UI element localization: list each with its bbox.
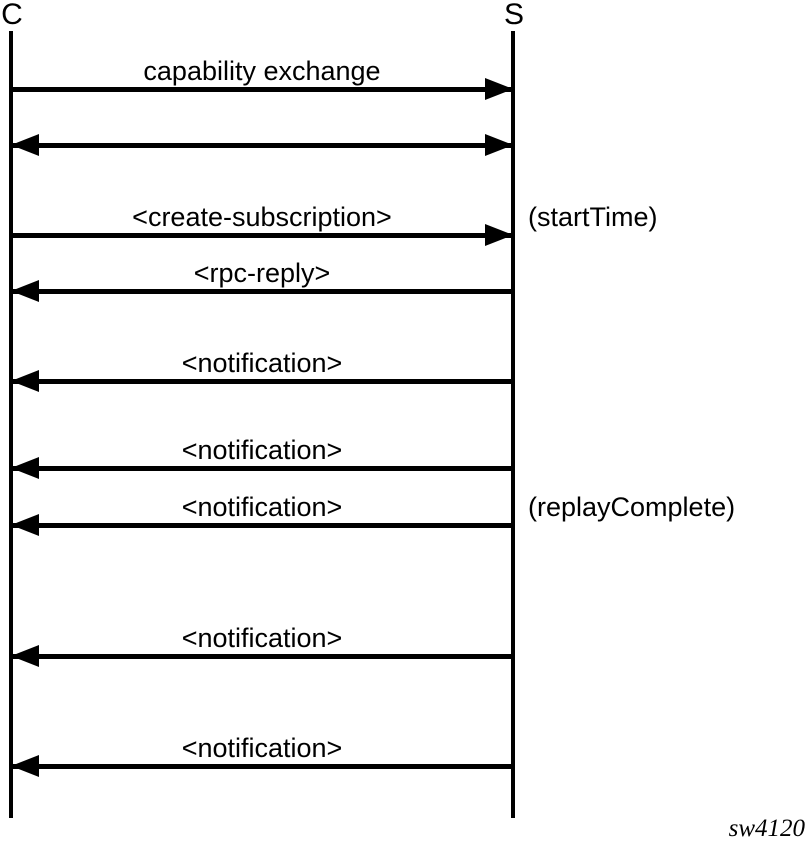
message-note: (replayComplete): [528, 492, 736, 522]
arrowhead-left-icon: [11, 457, 39, 479]
message-label: <notification>: [181, 623, 343, 653]
arrowhead-left-icon: [11, 645, 39, 667]
arrow-line: [11, 764, 513, 769]
actor-label-server: S: [503, 0, 525, 31]
message-label: <notification>: [181, 348, 343, 378]
lifeline-server: [511, 31, 515, 818]
figure-id-tag: sw4120: [728, 815, 805, 842]
arrow-line: [11, 233, 513, 238]
message-label: <rpc-reply>: [193, 258, 331, 288]
arrow-line: [11, 466, 513, 471]
arrow-line: [11, 654, 513, 659]
actor-label-client: C: [1, 0, 23, 31]
arrowhead-right-icon: [485, 78, 513, 100]
message-label: <notification>: [181, 492, 343, 522]
arrow-line: [11, 523, 513, 528]
arrowhead-left-icon: [11, 370, 39, 392]
arrowhead-right-icon: [485, 224, 513, 246]
arrowhead-left-icon: [11, 134, 39, 156]
arrowhead-left-icon: [11, 514, 39, 536]
message-label: <notification>: [181, 733, 343, 763]
message-label: <create-subscription>: [132, 202, 392, 232]
arrow-line: [11, 87, 513, 92]
lifeline-client: [9, 31, 13, 818]
message-label: capability exchange: [143, 56, 381, 86]
arrowhead-left-icon: [11, 280, 39, 302]
arrowhead-left-icon: [11, 755, 39, 777]
arrow-line: [11, 289, 513, 294]
message-note: (startTime): [528, 202, 658, 232]
arrowhead-right-icon: [485, 134, 513, 156]
arrow-line: [11, 379, 513, 384]
message-label: <notification>: [181, 435, 343, 465]
arrow-line: [11, 143, 513, 148]
